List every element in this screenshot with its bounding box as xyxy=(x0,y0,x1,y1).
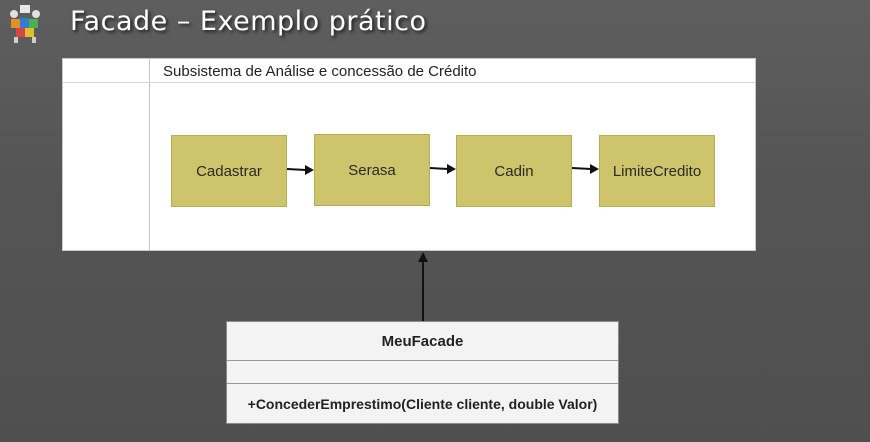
facade-class-box: MeuFacade +ConcederEmprestimo(Cliente cl… xyxy=(226,321,619,424)
component-serasa: Serasa xyxy=(314,134,430,206)
package-divider-horizontal xyxy=(63,82,755,83)
arrow-facade-to-subsystem xyxy=(418,252,428,322)
facade-class-name: MeuFacade xyxy=(227,322,618,361)
component-cadastrar: Cadastrar xyxy=(171,135,287,207)
component-limitecredito: LimiteCredito xyxy=(599,135,715,207)
subsystem-title: Subsistema de Análise e concessão de Cré… xyxy=(163,63,477,80)
arrow-cadin-to-limitecredito xyxy=(571,164,599,174)
package-divider-vertical xyxy=(149,59,150,250)
facade-method: +ConcederEmprestimo(Cliente cliente, dou… xyxy=(247,395,598,412)
puzzle-figures-logo-icon xyxy=(10,5,40,43)
arrow-serasa-to-cadin xyxy=(429,164,456,174)
component-cadin: Cadin xyxy=(456,135,572,207)
arrow-cadastrar-to-serasa xyxy=(286,165,314,175)
facade-attributes-compartment xyxy=(227,361,618,384)
slide-title: Facade – Exemplo prático xyxy=(70,6,427,37)
